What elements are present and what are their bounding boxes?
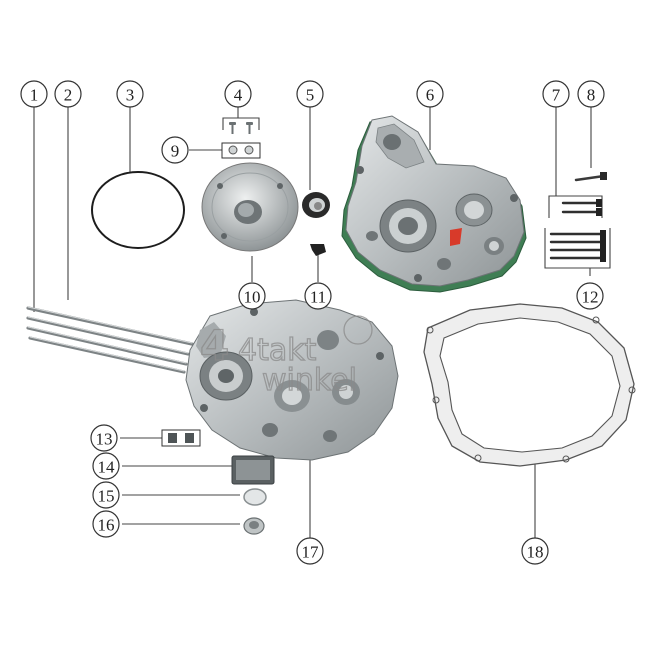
callout-12: 12 (576, 282, 604, 310)
callout-circle (92, 481, 120, 509)
clip (310, 244, 326, 256)
callout-number: 14 (98, 458, 116, 477)
watermark-line2: winkel (262, 363, 357, 398)
bolt-single (574, 172, 607, 182)
callout-17: 17 (296, 537, 324, 565)
callout-number: 16 (98, 516, 115, 535)
watermark-line1: 4takt (238, 333, 317, 368)
callout-1: 1 (20, 80, 48, 108)
right-crankcase (341, 115, 527, 293)
dowel-pins (161, 429, 201, 447)
callout-4: 4 (224, 80, 252, 108)
watermark: 4 4takt winkel (199, 315, 373, 399)
callout-circle (90, 424, 118, 452)
callout-number: 1 (30, 86, 39, 105)
callout-16: 16 (92, 510, 120, 538)
drain-plug (243, 517, 265, 535)
callout-13: 13 (90, 424, 118, 452)
callout-circle (92, 510, 120, 538)
long-bolts (26, 306, 194, 374)
callout-number: 11 (310, 288, 326, 307)
callout-circle (542, 80, 570, 108)
callout-number: 10 (244, 288, 261, 307)
callout-number: 4 (234, 86, 243, 105)
callout-number: 6 (426, 86, 435, 105)
callout-number: 3 (126, 86, 135, 105)
oil-filter-screen (231, 455, 275, 485)
oil-seal (302, 192, 330, 218)
callout-9: 9 (161, 136, 189, 164)
callout-number: 15 (98, 487, 115, 506)
bolts-pair (561, 199, 602, 216)
callout-3: 3 (116, 80, 144, 108)
o-ring (91, 171, 185, 249)
callout-6: 6 (416, 80, 444, 108)
callout-circle (116, 80, 144, 108)
callout-circle (416, 80, 444, 108)
leader-lines (33, 106, 611, 538)
callout-circle (54, 80, 82, 108)
callout-circle (92, 452, 120, 480)
sealing-washer (243, 488, 267, 506)
bolt-set (549, 230, 606, 262)
left-crankcase (185, 299, 399, 461)
callout-number: 12 (582, 288, 599, 307)
callout-11: 11 (304, 282, 332, 310)
callout-circle (238, 282, 266, 310)
callout-number: 18 (527, 543, 544, 562)
callout-7: 7 (542, 80, 570, 108)
callout-5: 5 (296, 80, 324, 108)
callout-number: 17 (302, 543, 320, 562)
callout-18: 18 (521, 537, 549, 565)
callout-number: 5 (306, 86, 315, 105)
crankcase-gasket (423, 303, 636, 467)
callout-circle (304, 282, 332, 310)
callout-number: 9 (171, 142, 180, 161)
callout-2: 2 (54, 80, 82, 108)
callout-circle (20, 80, 48, 108)
callout-number: 2 (64, 86, 73, 105)
callout-circle (577, 80, 605, 108)
callout-14: 14 (92, 452, 120, 480)
callout-circle (224, 80, 252, 108)
callout-circle (296, 80, 324, 108)
svg-text:4: 4 (200, 321, 229, 370)
oil-pump-cover (201, 162, 299, 252)
callout-circle (576, 282, 604, 310)
screws (229, 122, 253, 134)
callout-number: 7 (552, 86, 561, 105)
washers (221, 142, 261, 159)
callout-circle (161, 136, 189, 164)
callout-number: 13 (96, 430, 113, 449)
callout-15: 15 (92, 481, 120, 509)
callout-circle (521, 537, 549, 565)
callout-8: 8 (577, 80, 605, 108)
callout-10: 10 (238, 282, 266, 310)
callout-circle (296, 537, 324, 565)
callout-number: 8 (587, 86, 596, 105)
